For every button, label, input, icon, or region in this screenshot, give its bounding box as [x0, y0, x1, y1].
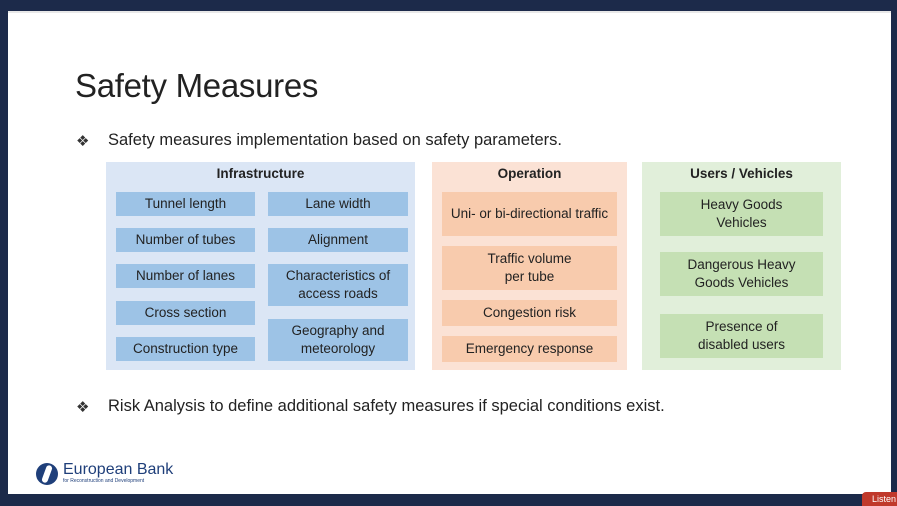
users-vehicles-heading: Users / Vehicles: [690, 166, 793, 181]
bullet-risk-analysis: ❖ Risk Analysis to define additional saf…: [76, 397, 665, 416]
ebrd-logo: European Bank for Reconstruction and Dev…: [36, 462, 173, 485]
operation-item-direction: Uni- or bi-directional traffic: [442, 192, 617, 236]
infra-item-cross-section: Cross section: [116, 301, 255, 325]
ebrd-logo-icon: [36, 462, 58, 485]
operation-heading: Operation: [497, 166, 562, 181]
operation-panel: Operation Uni- or bi-directional traffic…: [432, 162, 627, 370]
bullet-diamond-icon: ❖: [76, 398, 90, 416]
listen-button[interactable]: Listen: [862, 492, 897, 506]
bullet-diamond-icon: ❖: [76, 132, 90, 150]
infra-item-geography: Geography and meteorology: [268, 319, 408, 361]
bullet-text: Risk Analysis to define additional safet…: [108, 397, 665, 415]
infrastructure-heading: Infrastructure: [216, 166, 305, 181]
infra-item-construction-type: Construction type: [116, 337, 255, 361]
users-item-dangerous-hgv: Dangerous Heavy Goods Vehicles: [660, 252, 823, 296]
users-vehicles-panel: Users / Vehicles Heavy Goods Vehicles Da…: [642, 162, 841, 370]
infra-item-lane-width: Lane width: [268, 192, 408, 216]
bullet-safety-measures: ❖ Safety measures implementation based o…: [76, 131, 562, 150]
operation-item-emergency-response: Emergency response: [442, 336, 617, 362]
operation-item-traffic-volume: Traffic volume per tube: [442, 246, 617, 290]
users-item-disabled-users: Presence of disabled users: [660, 314, 823, 358]
logo-subtitle: for Reconstruction and Development: [63, 478, 145, 484]
operation-item-congestion-risk: Congestion risk: [442, 300, 617, 326]
slide: Safety Measures ❖ Safety measures implem…: [8, 11, 891, 494]
infrastructure-panel: Infrastructure Tunnel length Number of t…: [106, 162, 415, 370]
logo-name: European Bank: [63, 461, 174, 478]
slide-title: Safety Measures: [75, 67, 319, 104]
bullet-text: Safety measures implementation based on …: [108, 131, 562, 149]
infra-item-alignment: Alignment: [268, 228, 408, 252]
infra-item-access-roads: Characteristics of access roads: [268, 264, 408, 306]
infra-item-number-of-tubes: Number of tubes: [116, 228, 255, 252]
infra-item-number-of-lanes: Number of lanes: [116, 264, 255, 288]
infra-item-tunnel-length: Tunnel length: [116, 192, 255, 216]
users-item-hgv: Heavy Goods Vehicles: [660, 192, 823, 236]
